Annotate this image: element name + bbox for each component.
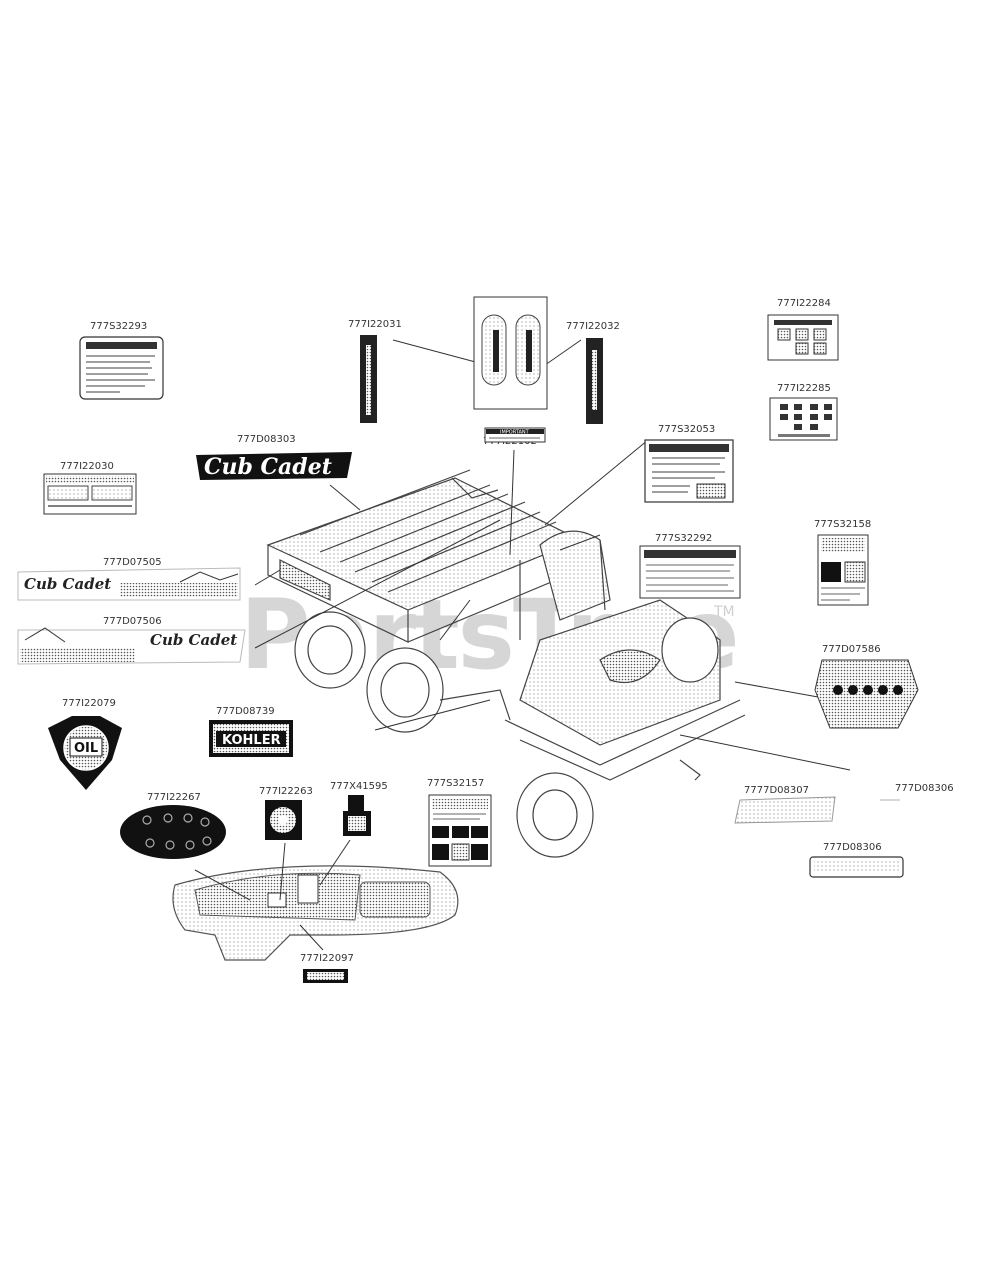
part-label-777I22267: 777I22267 [147,792,201,803]
decal-7777D08307[interactable] [734,796,836,824]
part-label-777I22030: 777I22030 [60,461,114,472]
cub-cadet-stripe-text-1: Cub Cadet [24,575,111,593]
dashboard-panel-illustration [172,865,459,961]
part-label-777D07586: 777D07586 [822,644,881,655]
part-label-7777D08307: 7777D08307 [744,785,809,796]
decal-777S32293[interactable] [79,336,164,400]
decal-777S32158[interactable] [817,534,869,606]
part-label-777D07505: 777D07505 [103,557,162,568]
decal-777S32292[interactable] [639,545,741,599]
part-label-777S32157: 777S32157 [427,778,484,789]
part-label-777I22284: 777I22284 [777,298,831,309]
cub-cadet-logo-text: Cub Cadet [204,454,332,480]
part-label-777S32053: 777S32053 [658,424,715,435]
watermark-trademark: TM [713,604,735,620]
decal-777I22079[interactable]: OIL [48,716,122,790]
decal-777D08306-lower[interactable] [809,856,904,878]
part-label-777S32292: 777S32292 [655,533,712,544]
decal-777I22263[interactable] [265,800,302,840]
part-label-777S32293: 777S32293 [90,321,147,332]
part-label-777S32158: 777S32158 [814,519,871,530]
decal-777I22102[interactable]: IMPORTANT [484,427,546,443]
part-label-777D08303: 777D08303 [237,434,296,445]
decal-777D08303[interactable]: Cub Cadet [196,452,352,480]
decal-777D07505[interactable]: Cub Cadet [17,567,241,601]
decal-777D07506[interactable]: Cub Cadet [17,627,246,665]
decal-777I22032[interactable] [586,338,603,424]
decal-777S32053[interactable] [644,439,734,503]
part-label-777X41595: 777X41595 [330,781,388,792]
decal-777I22267[interactable] [120,805,226,859]
leader-lines [194,339,851,951]
part-label-777D08739: 777D08739 [216,706,275,717]
pedal-decal-location [473,296,548,410]
decal-777D08739[interactable]: KOHLER [209,720,293,757]
decal-777I22285[interactable] [769,397,838,441]
oil-badge-text: OIL [74,741,98,756]
part-label-777I22031: 777I22031 [348,319,402,330]
part-label-777D08306-right: 777D08306 [895,783,954,794]
part-label-777I22079: 777I22079 [62,698,116,709]
important-header: IMPORTANT [500,430,530,436]
kohler-logo-text: KOHLER [222,733,281,748]
decal-777I22031[interactable] [360,335,377,423]
part-label-777I22032: 777I22032 [566,321,620,332]
decal-777I22030[interactable] [43,473,137,515]
part-label-777I22097: 777I22097 [300,953,354,964]
part-label-777D07506: 777D07506 [103,616,162,627]
utility-vehicle-illustration [266,469,746,858]
decal-777D07586[interactable] [814,659,919,729]
decal-777I22097[interactable] [303,969,348,983]
decal-777S32157[interactable] [428,794,492,867]
part-label-777D08306-lower: 777D08306 [823,842,882,853]
decal-777X41595[interactable] [343,795,371,836]
cub-cadet-stripe-text-2: Cub Cadet [150,631,237,649]
decal-777I22284[interactable] [767,314,839,361]
part-label-777I22263: 777I22263 [259,786,313,797]
part-label-777I22285: 777I22285 [777,383,831,394]
